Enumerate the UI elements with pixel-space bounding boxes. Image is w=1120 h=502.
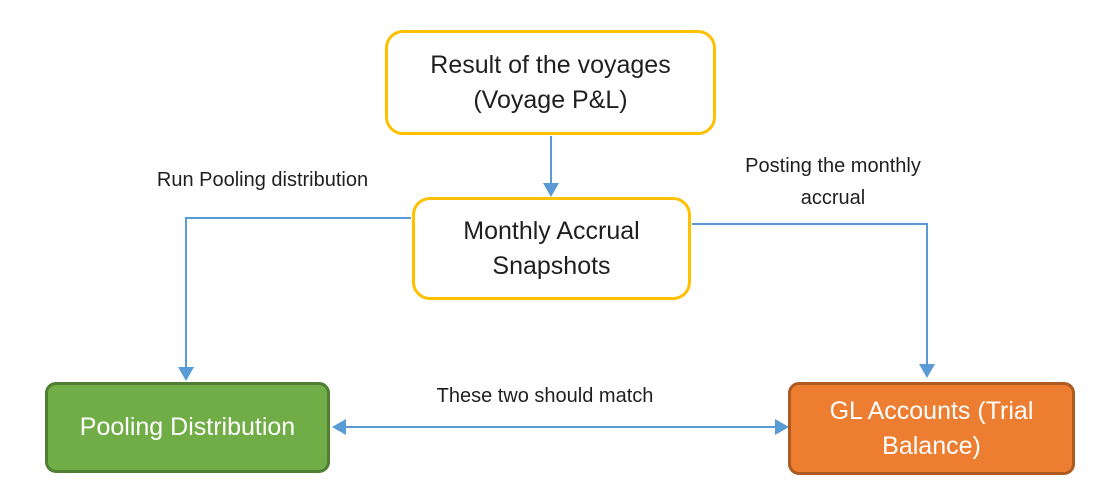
arrowhead-right-icon bbox=[775, 419, 789, 435]
node-gl-accounts-trial-balance: GL Accounts (Trial Balance) bbox=[788, 382, 1075, 475]
node-monthly-accrual-snapshots: Monthly Accrual Snapshots bbox=[412, 197, 691, 300]
node-result-of-voyages: Result of the voyages (Voyage P&L) bbox=[385, 30, 716, 135]
flow-arrow-result-to-snapshots bbox=[543, 136, 559, 197]
flow-arrow-snapshots-to-gl bbox=[692, 223, 935, 378]
flow-arrow-snapshots-to-pooling bbox=[178, 217, 411, 381]
edge-label-these-two-should-match: These two should match bbox=[436, 385, 654, 407]
match-double-arrow bbox=[332, 419, 789, 435]
arrowhead-down-icon bbox=[543, 183, 559, 197]
arrow-line bbox=[692, 223, 928, 364]
arrowhead-down-icon bbox=[919, 364, 935, 378]
node-pooling-distribution: Pooling Distribution bbox=[45, 382, 330, 473]
edge-label-run-pooling-distribution: Run Pooling distribution bbox=[156, 169, 369, 191]
arrow-line bbox=[185, 217, 411, 367]
edge-label-posting-monthly-accrual: Posting the monthly accrual bbox=[745, 155, 921, 209]
arrowhead-down-icon bbox=[178, 367, 194, 381]
arrowhead-left-icon bbox=[332, 419, 346, 435]
